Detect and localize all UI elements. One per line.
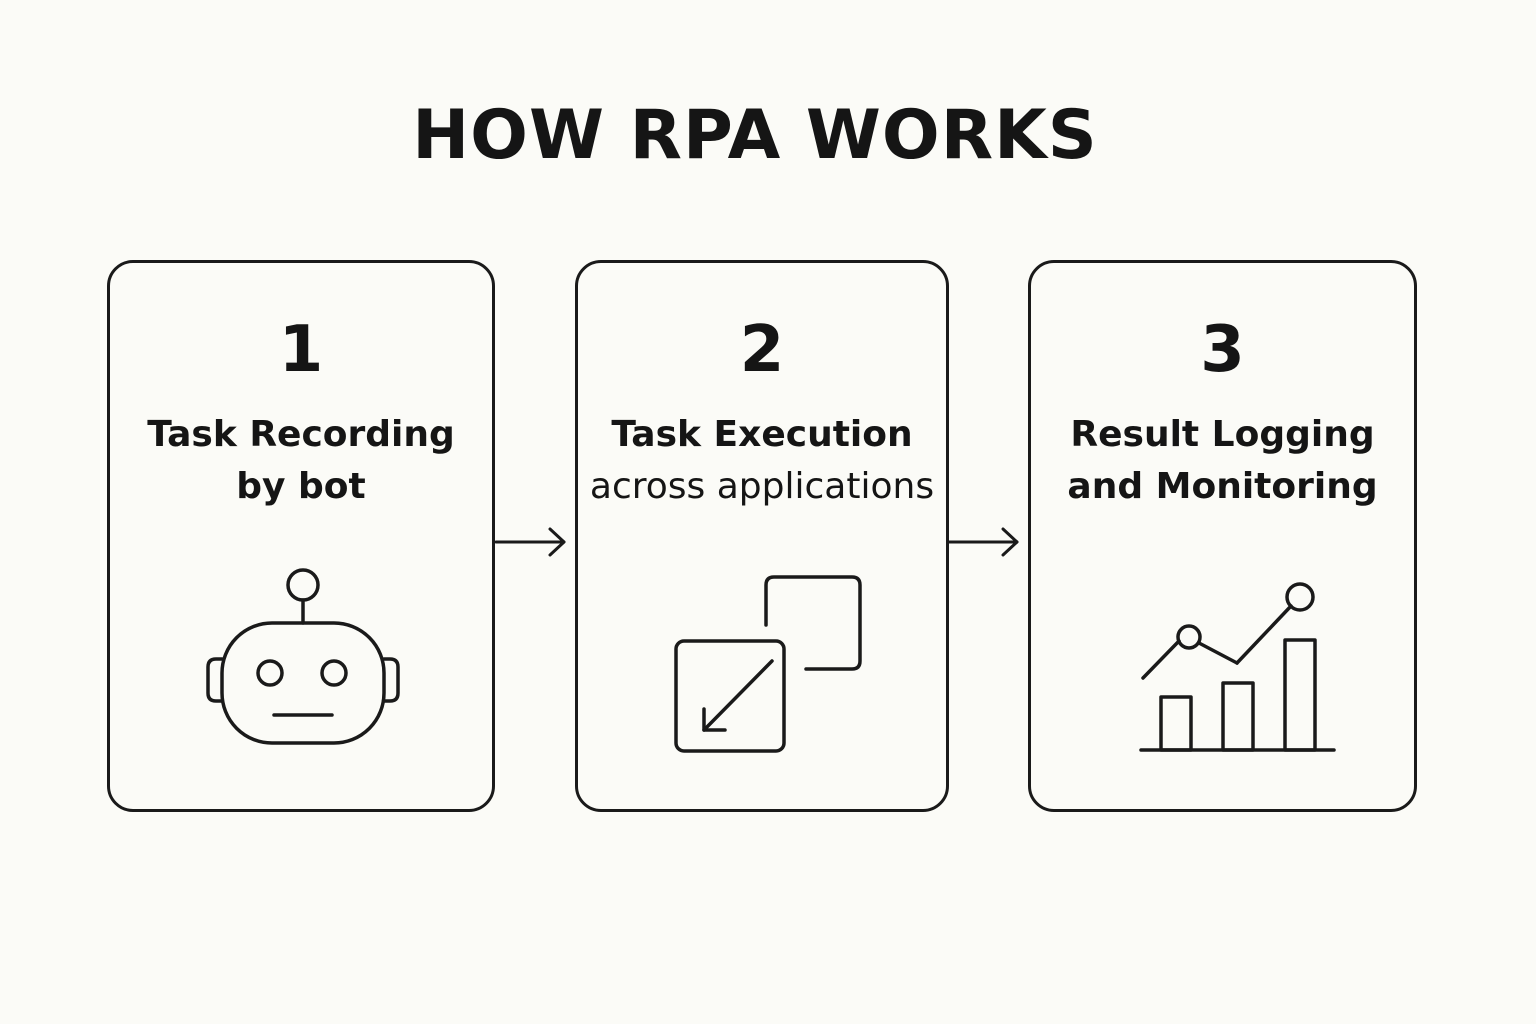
step-card-2: 2 Task Execution across applications	[575, 260, 949, 812]
step-label: Task Execution across applications	[578, 409, 946, 513]
step-card-1: 1 Task Recording by bot	[107, 260, 495, 812]
step-number: 2	[739, 313, 785, 387]
flow-arrow-1	[494, 527, 566, 557]
step-label-line-2: across applications	[589, 466, 935, 507]
step-label-line-1: Result Logging	[1070, 414, 1375, 455]
step-number: 3	[1200, 313, 1245, 387]
step-label-line-2: and Monitoring	[1067, 466, 1378, 507]
diagram-title: HOW RPA WORKS	[412, 96, 1098, 175]
step-label-line-1: Task Execution	[611, 414, 913, 455]
transfer-windows-icon	[674, 575, 862, 753]
flow-arrow-2	[947, 527, 1019, 557]
chart-growth-icon	[1139, 582, 1336, 752]
step-card-3: 3 Result Logging and Monitoring	[1028, 260, 1417, 812]
step-label-line-1: Task Recording	[147, 414, 455, 455]
step-label-line-2: by bot	[236, 466, 366, 507]
step-label: Result Logging and Monitoring	[1031, 409, 1414, 513]
step-number: 1	[278, 313, 324, 387]
step-label: Task Recording by bot	[110, 409, 492, 513]
robot-icon	[206, 568, 400, 745]
